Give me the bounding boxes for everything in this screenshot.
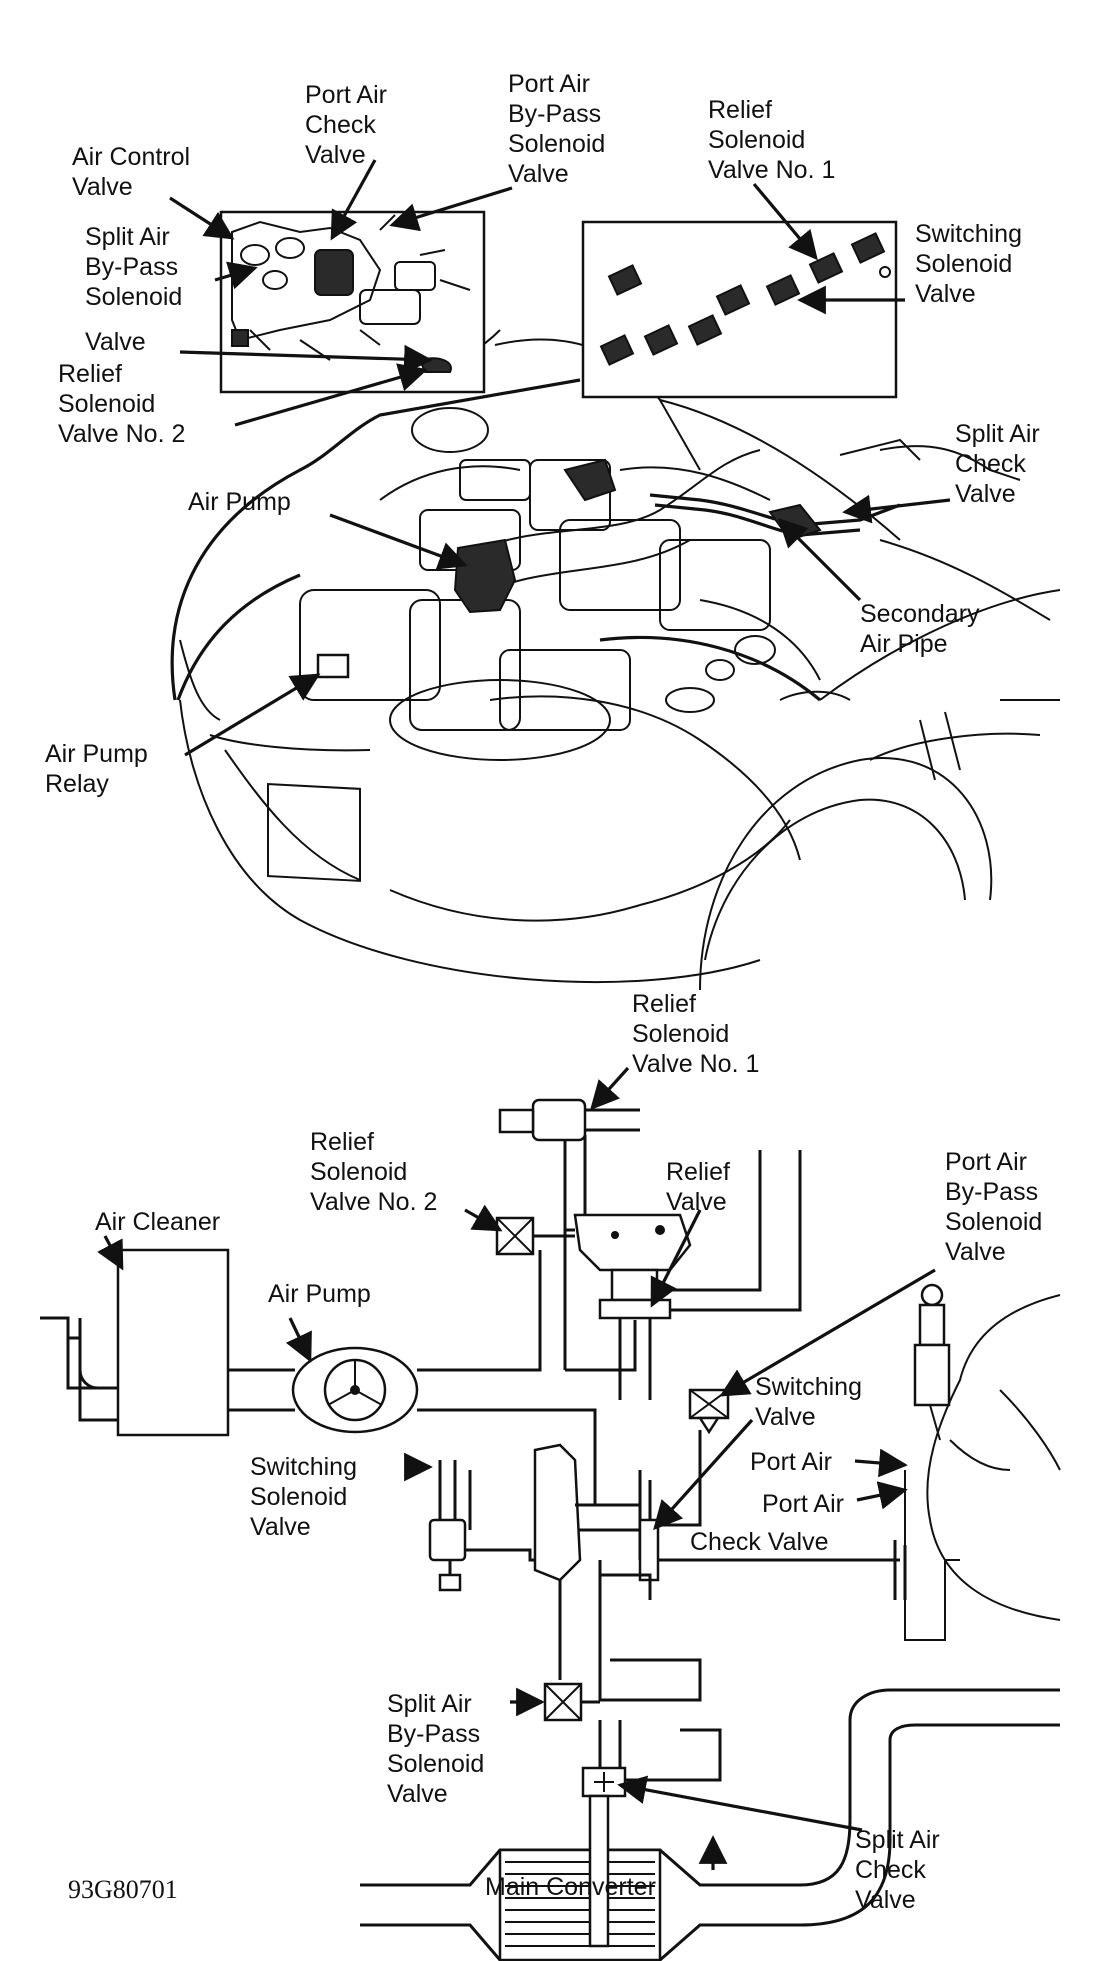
label-secondary-air-pipe-top: Secondary Air Pipe (860, 600, 986, 658)
relief-valve-symbol (573, 1213, 692, 1400)
port-air-injector (904, 1283, 960, 1641)
label-air-pump-bottom: Air Pump (268, 1280, 371, 1308)
label-air-control-valve-top: Air Control Valve (72, 143, 197, 201)
label-relief-solenoid-valve-1-bottom: Relief Solenoid Valve No. 1 (632, 990, 759, 1078)
label-switching-solenoid-valve-top: Switching Solenoid Valve (915, 220, 1029, 308)
bottom-labels: Relief Solenoid Valve No. 1 Relief Solen… (68, 990, 1049, 1914)
control-valve-stack (533, 1443, 702, 1702)
air-system-schematic (40, 1098, 1061, 1961)
relief-solenoid-valve-1-symbol (498, 1098, 640, 1142)
label-port-air-check-valve-top: Port Air Check Valve (305, 81, 394, 169)
label-port-air-bottom: Port Air (750, 1448, 832, 1476)
engine-bay-illustration (170, 329, 1061, 991)
reference-code: 93G80701 (68, 1875, 178, 1904)
label-port-air-bypass-solenoid-valve-bottom: Port Air By-Pass Solenoid Valve (945, 1148, 1049, 1266)
top-leader-arrows (169, 159, 951, 757)
label-split-air-check-valve-top: Split Air Check Valve (955, 420, 1047, 508)
label-main-converter-bottom: Main Converter (485, 1873, 656, 1901)
air-cleaner-box (116, 1248, 230, 1437)
inset-air-control-assembly (219, 210, 486, 394)
label-split-air-bypass-solenoid-valve-top: Split Air By-Pass Solenoid Valve (85, 223, 189, 356)
bottom-leader-arrows (97, 1066, 936, 1870)
label-relief-valve-bottom: Relief Valve (666, 1158, 737, 1216)
label-split-air-bypass-solenoid-valve-bottom: Split Air By-Pass Solenoid Valve (387, 1690, 491, 1808)
relief-solenoid-valve-2-symbol (495, 1216, 575, 1256)
inset-solenoid-valve-bank (581, 220, 898, 399)
label-air-pump-relay-top: Air Pump Relay (45, 740, 155, 798)
label-switching-valve-bottom: Switching Valve (755, 1373, 869, 1431)
label-relief-solenoid-valve-2-bottom: Relief Solenoid Valve No. 2 (310, 1128, 437, 1216)
label-split-air-check-valve-bottom: Split Air Check Valve (855, 1826, 947, 1914)
label-relief-solenoid-valve-1-top: Relief Solenoid Valve No. 1 (708, 96, 835, 184)
label-air-cleaner-bottom: Air Cleaner (95, 1208, 220, 1236)
port-air-bypass-solenoid-valve-symbol (688, 1388, 730, 1435)
label-air-pump-top: Air Pump (188, 488, 291, 516)
top-labels: Port Air Check Valve Port Air By-Pass So… (45, 70, 1047, 798)
label-switching-solenoid-valve-bottom: Switching Solenoid Valve (250, 1453, 364, 1541)
label-port-air-check-valve-bottom: Port Air Check Valve (690, 1490, 851, 1556)
label-port-air-bypass-solenoid-valve-top: Port Air By-Pass Solenoid Valve (508, 70, 612, 188)
main-converter-symbol (360, 1688, 1060, 1961)
split-air-check-valve-symbol (581, 1766, 627, 1798)
split-air-bypass-solenoid-valve-symbol (543, 1682, 600, 1722)
air-pump-symbol (291, 1346, 419, 1434)
label-relief-solenoid-valve-2-top: Relief Solenoid Valve No. 2 (58, 360, 185, 448)
